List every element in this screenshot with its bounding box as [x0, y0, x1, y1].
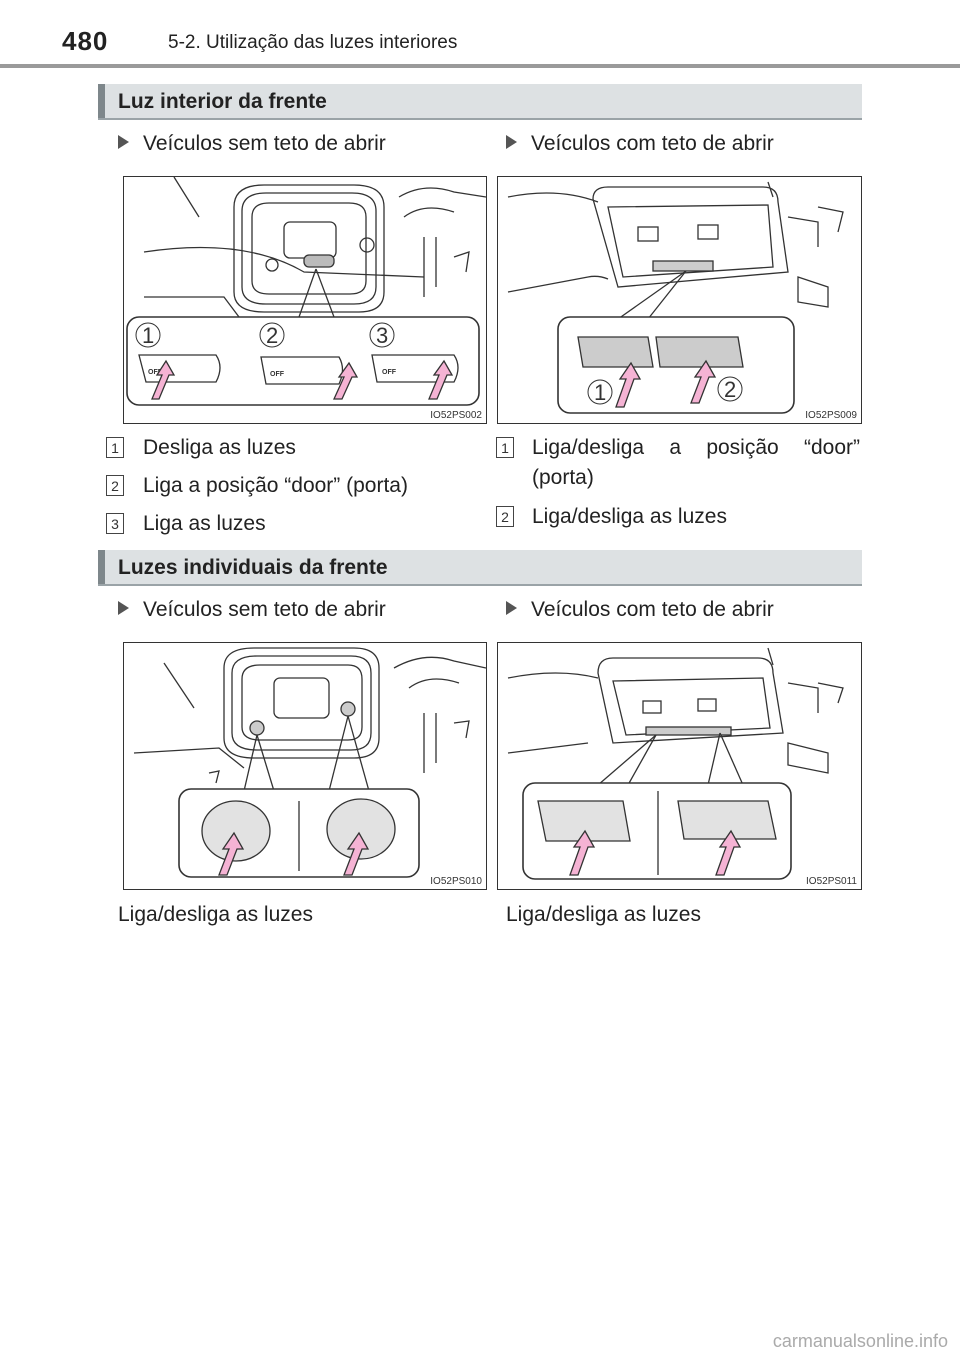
- triangle-right-icon: [118, 135, 129, 149]
- item-text: Desliga as luzes: [143, 436, 296, 459]
- figure-front-individual-lights-no-sunroof: IO52PS010: [123, 642, 487, 890]
- item-text: Liga/desliga a posição “door” (porta): [532, 436, 860, 489]
- off-label: OFF: [382, 369, 397, 376]
- item-text: Liga as luzes: [143, 512, 266, 535]
- section-title-bar: Luz interior da frente: [98, 84, 862, 120]
- running-title: 5-2. Utilização das luzes interiores: [168, 32, 458, 53]
- figure-code: IO52PS009: [805, 410, 857, 421]
- callout-2: 2: [266, 323, 278, 348]
- callout-1: 1: [594, 380, 606, 405]
- triangle-right-icon: [118, 601, 129, 615]
- callout-1: 1: [142, 323, 154, 348]
- item-text: Liga/desliga as luzes: [532, 505, 727, 528]
- page-number: 480: [62, 26, 109, 56]
- figure-code: IO52PS010: [430, 876, 482, 887]
- section-title: Luzes individuais da frente: [118, 556, 388, 579]
- pink-push-arrow-icon: [151, 359, 176, 400]
- figure-caption: Liga/desliga as luzes: [118, 903, 313, 926]
- subsection-heading: Veículos com teto de abrir: [506, 598, 774, 622]
- subsection-heading-text: Veículos sem teto de abrir: [143, 132, 386, 155]
- header-rule: [0, 64, 960, 68]
- item-text: Liga a posição “door” (porta): [143, 474, 408, 497]
- pink-push-arrow-icon: [343, 831, 370, 876]
- off-label: OFF: [148, 369, 163, 376]
- item-number-badge: 1: [106, 437, 124, 458]
- pink-push-arrow-icon: [690, 359, 717, 404]
- item-number-badge: 2: [496, 506, 514, 527]
- pink-push-arrow-icon: [715, 829, 742, 876]
- watermark: carmanualsonline.info: [772, 1331, 948, 1351]
- triangle-right-icon: [506, 601, 517, 615]
- section-title: Luz interior da frente: [118, 90, 327, 113]
- figure-code: IO52PS002: [430, 410, 482, 421]
- item-number-badge: 3: [106, 513, 124, 534]
- subsection-heading: Veículos com teto de abrir: [506, 132, 774, 156]
- subsection-heading: Veículos sem teto de abrir: [118, 598, 386, 622]
- triangle-right-icon: [506, 135, 517, 149]
- figure-front-interior-light-no-sunroof: 1 2 3 OFF OFF OFF IO52PS002: [123, 176, 487, 424]
- figure-front-interior-light-sunroof: 1 2 IO52PS009: [497, 176, 862, 424]
- subsection-heading-text: Veículos sem teto de abrir: [143, 598, 386, 621]
- pink-push-arrow-icon: [569, 829, 596, 876]
- figure-caption: Liga/desliga as luzes: [506, 903, 701, 926]
- item-number-badge: 2: [106, 475, 124, 496]
- pink-push-arrow-icon: [428, 359, 454, 400]
- callout-2: 2: [724, 377, 736, 402]
- subsection-heading-text: Veículos com teto de abrir: [531, 598, 774, 621]
- off-label: OFF: [270, 371, 285, 378]
- pink-push-arrow-icon: [218, 831, 245, 876]
- figure-front-individual-lights-sunroof: IO52PS011: [497, 642, 862, 890]
- item-number-badge: 1: [496, 437, 514, 458]
- figure-code: IO52PS011: [806, 876, 857, 887]
- subsection-heading-text: Veículos com teto de abrir: [531, 132, 774, 155]
- subsection-heading: Veículos sem teto de abrir: [118, 132, 386, 156]
- section-title-bar: Luzes individuais da frente: [98, 550, 862, 586]
- callout-3: 3: [376, 323, 388, 348]
- pink-push-arrow-icon: [615, 361, 642, 408]
- pink-push-arrow-icon: [332, 361, 359, 400]
